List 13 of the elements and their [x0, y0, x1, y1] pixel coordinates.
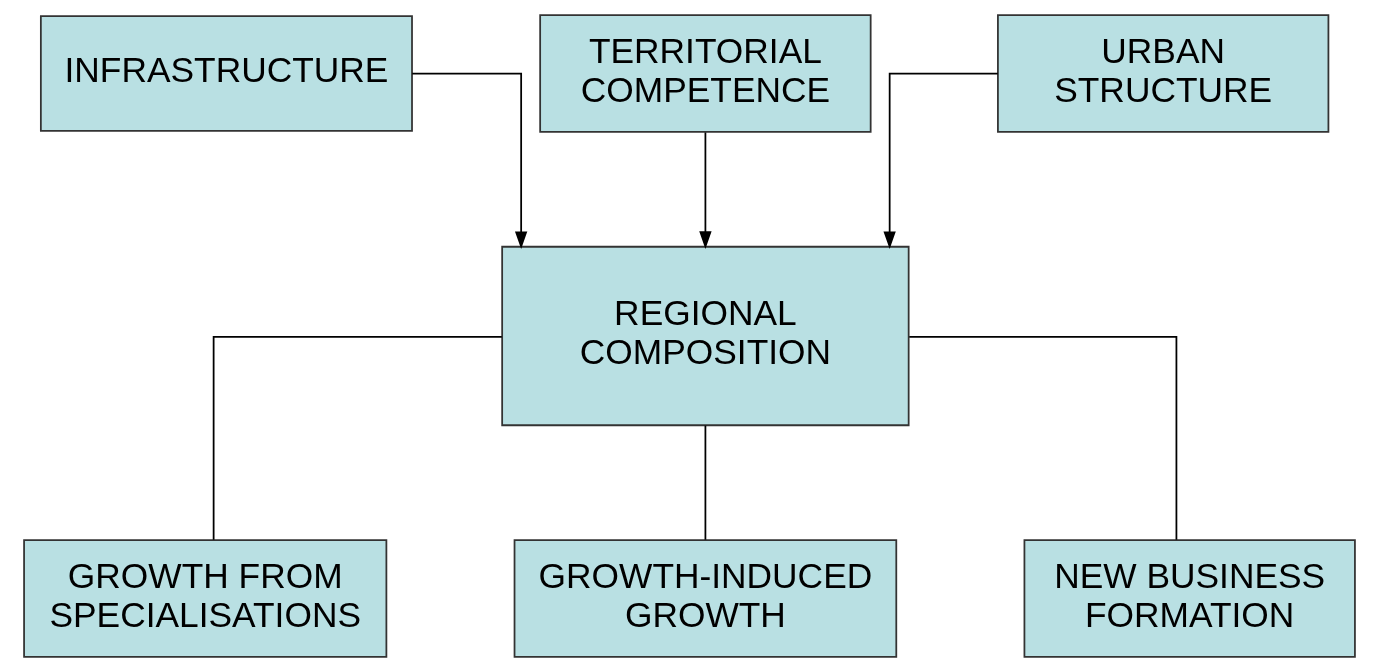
- node-box: INFRASTRUCTURE: [39, 15, 413, 132]
- node-box: REGIONAL COMPOSITION: [500, 245, 910, 427]
- node-box: TERRITORIAL COMPETENCE: [538, 14, 872, 133]
- node-box: URBAN STRUCTURE: [996, 14, 1329, 133]
- connector: [212, 336, 503, 541]
- arrow: [882, 72, 999, 250]
- connector: [907, 336, 1177, 541]
- arrow: [698, 131, 712, 250]
- node-box: GROWTH-INDUCED GROWTH: [513, 539, 897, 658]
- node-box: NEW BUSINESS FORMATION: [1023, 539, 1356, 658]
- connector: [704, 424, 706, 541]
- arrow: [410, 72, 527, 250]
- node-box: GROWTH FROM SPECIALISATIONS: [22, 539, 387, 658]
